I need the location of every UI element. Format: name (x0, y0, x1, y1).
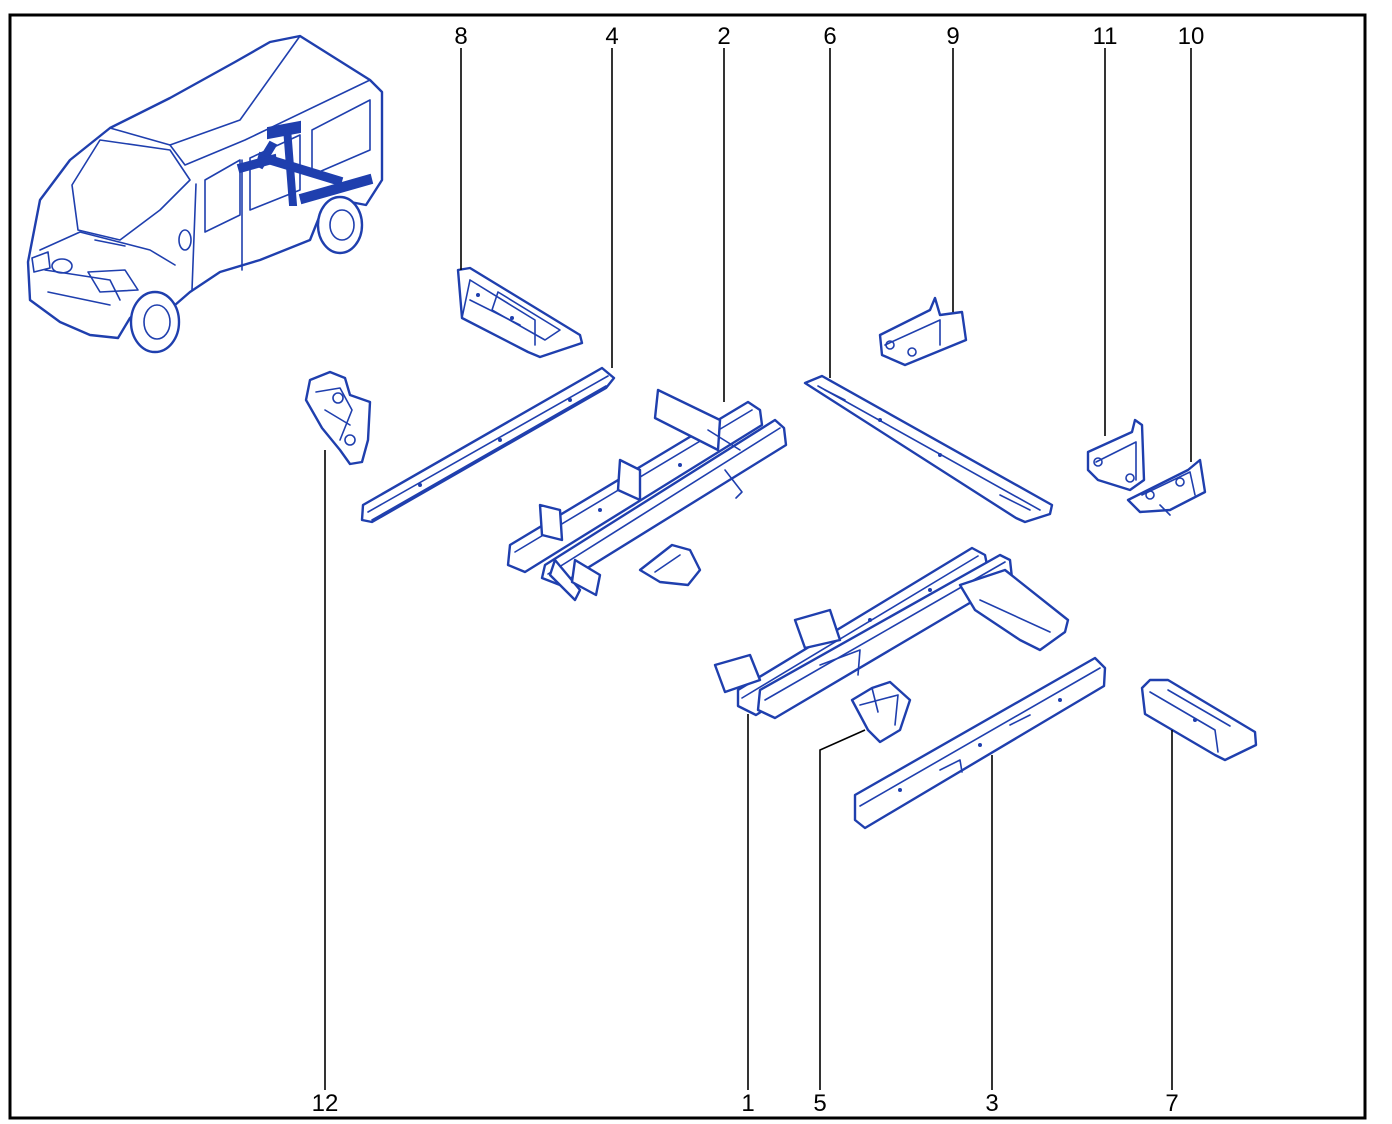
callout-1: 1 (741, 1090, 754, 1117)
diagram-frame (8, 13, 1367, 1120)
leader-5 (819, 729, 866, 1090)
leader-lines (324, 48, 1192, 1090)
part-12-drawing (304, 370, 372, 466)
callout-10: 10 (1178, 23, 1205, 50)
part-1-drawing (713, 546, 1070, 720)
part-6-drawing (803, 374, 1054, 524)
vehicle-locator-illustration (26, 34, 384, 354)
part-5-drawing (850, 680, 912, 744)
callout-7: 7 (1165, 1090, 1178, 1117)
callout-9: 9 (946, 23, 959, 50)
part-7-drawing (1140, 678, 1258, 762)
part-11-drawing (1086, 418, 1146, 492)
part-8-drawing (456, 266, 584, 359)
part-10-drawing (1126, 458, 1207, 516)
callout-11: 11 (1093, 23, 1118, 50)
callout-labels: 8 4 2 6 9 11 10 12 1 5 3 7 (312, 23, 1205, 1117)
part-3-drawing (853, 656, 1107, 830)
part-2-drawing (506, 388, 788, 602)
callout-8: 8 (454, 23, 467, 50)
callout-12: 12 (312, 1090, 339, 1117)
part-4-drawing (360, 366, 616, 524)
callout-4: 4 (605, 23, 618, 50)
callout-2: 2 (717, 23, 730, 50)
callout-3: 3 (985, 1090, 998, 1117)
callout-6: 6 (823, 23, 836, 50)
callout-5: 5 (813, 1090, 826, 1117)
part-9-drawing (878, 296, 968, 367)
